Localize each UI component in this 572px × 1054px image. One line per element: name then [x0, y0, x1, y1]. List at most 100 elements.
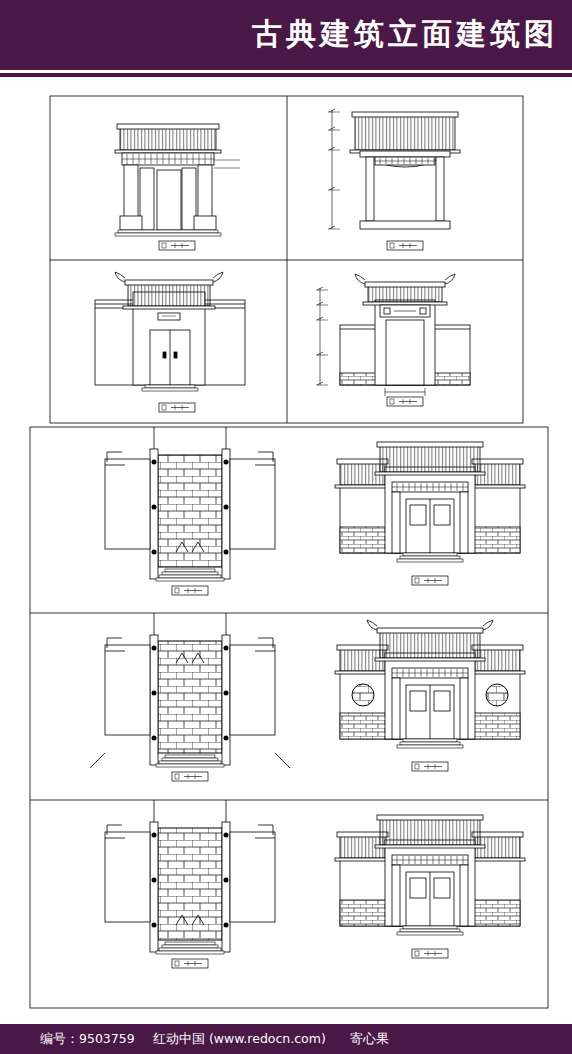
outline [115, 150, 221, 153]
stroke [182, 243, 183, 248]
stroke [105, 838, 125, 839]
stroke [435, 764, 436, 769]
outline [142, 388, 198, 391]
outline [158, 455, 222, 567]
outline [375, 845, 485, 848]
outline [377, 442, 483, 447]
column [224, 923, 229, 928]
outline [360, 221, 450, 229]
outline [434, 878, 450, 898]
stroke [425, 388, 426, 396]
outline [159, 241, 195, 250]
outline [397, 559, 463, 562]
outline [400, 742, 460, 745]
stroke [122, 159, 214, 160]
outline [145, 385, 195, 388]
outline [150, 822, 158, 952]
outline [386, 320, 424, 385]
outline [390, 243, 394, 248]
stroke [424, 953, 442, 954]
footer-note: 编号：9503759 [40, 1031, 135, 1048]
stroke [435, 951, 436, 956]
stroke [195, 774, 196, 779]
stroke [316, 320, 328, 321]
stroke [105, 651, 125, 652]
stroke [316, 305, 328, 306]
outline [120, 216, 142, 230]
stroke [316, 290, 328, 291]
outline [380, 632, 480, 658]
stroke [195, 588, 196, 593]
outline [352, 112, 458, 117]
footer-bar [0, 1024, 572, 1054]
stroke [430, 685, 431, 739]
stroke [226, 613, 227, 635]
outline [400, 929, 460, 932]
outline [150, 635, 158, 765]
outline [157, 170, 181, 230]
stroke [329, 109, 335, 112]
outline [159, 761, 221, 764]
outline [387, 241, 423, 250]
outline [156, 951, 224, 954]
stroke [317, 352, 323, 355]
stroke [255, 838, 275, 839]
column [224, 691, 229, 696]
stroke [367, 620, 377, 630]
outline [415, 764, 419, 769]
outline [403, 926, 457, 929]
outline [118, 230, 218, 233]
outline [105, 645, 150, 735]
outline [410, 691, 426, 711]
outline [159, 575, 221, 578]
outline [406, 872, 454, 926]
stroke [328, 112, 340, 113]
outline [415, 951, 419, 956]
outline [380, 446, 480, 472]
stroke [188, 774, 189, 779]
stroke [332, 110, 333, 229]
outline [194, 216, 216, 230]
stroke [428, 951, 429, 956]
stroke [258, 825, 273, 835]
outline [397, 745, 463, 748]
stroke [410, 399, 411, 404]
stroke [188, 961, 189, 966]
outline [172, 772, 208, 781]
column [152, 878, 157, 883]
outline [434, 691, 450, 711]
outline [368, 286, 442, 302]
stroke [399, 401, 417, 402]
outline [230, 459, 275, 549]
outline [162, 945, 218, 948]
stroke [107, 452, 122, 462]
stroke [105, 465, 125, 466]
outline [412, 762, 448, 771]
stroke [255, 465, 275, 466]
stroke [30, 800, 548, 801]
column [224, 736, 229, 741]
stroke [258, 452, 273, 462]
stroke [403, 399, 404, 404]
outline [385, 653, 475, 739]
stroke [385, 388, 386, 396]
outline [165, 755, 215, 758]
stroke [171, 407, 189, 408]
stroke [328, 229, 340, 230]
column [152, 646, 157, 651]
outline [222, 635, 230, 765]
stroke [428, 578, 429, 583]
stroke [275, 753, 290, 768]
stroke [176, 542, 204, 552]
outline [150, 449, 158, 579]
outline [392, 678, 400, 739]
outline [434, 505, 450, 525]
stroke [50, 260, 523, 261]
outline [397, 932, 463, 935]
stroke [226, 427, 227, 449]
stroke [175, 405, 176, 410]
column [224, 878, 229, 883]
outline [156, 578, 224, 581]
outline [436, 157, 444, 221]
stroke [226, 800, 227, 822]
